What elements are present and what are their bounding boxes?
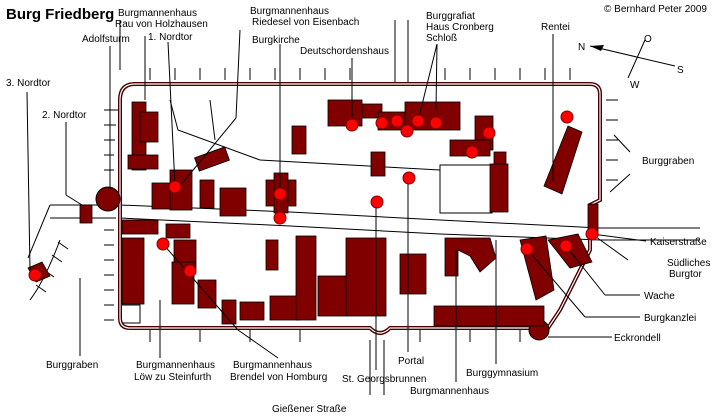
label-burgmannenhaus: Burgmannenhaus (410, 386, 489, 397)
label-homburg-2: Brendel von Homburg (230, 372, 327, 383)
marker-georgsbrunnen (370, 195, 384, 209)
marker-burgkanzlei (520, 242, 534, 256)
markers (28, 110, 599, 282)
label-steinfurth-1: Burgmannenhaus (136, 360, 215, 371)
label-burgkanzlei: Burgkanzlei (644, 313, 696, 324)
map-title: Burg Friedberg (6, 6, 114, 23)
label-deutschordenshaus: Deutschordenshaus (300, 46, 389, 57)
label-kaiserstrasse: Kaiserstraße (650, 237, 707, 248)
compass-s: S (677, 65, 684, 76)
marker-wache (559, 239, 573, 253)
label-burgtor-2: Burgtor (669, 269, 702, 280)
compass-w: W (630, 80, 640, 91)
label-eckrondell: Eckrondell (614, 333, 661, 344)
label-homburg-1: Burgmannenhaus (233, 360, 312, 371)
labels: 3. Nordtor 2. Nordtor Adolfsturm 1. Nord… (6, 6, 710, 415)
marker-nordtor3 (28, 268, 42, 282)
label-burggrafiat-2: Haus Cronberg (426, 22, 494, 33)
castle-wall (118, 82, 602, 335)
label-adolfsturm: Adolfsturm (82, 34, 130, 45)
compass-icon: N O S W (578, 34, 684, 91)
compass-n: N (578, 42, 585, 53)
label-burggrafiat-1: Burggrafiat (426, 11, 475, 22)
buildings (121, 99, 593, 327)
label-georgsbrunnen: St. Georgsbrunnen (342, 374, 427, 385)
marker-d3 (390, 114, 404, 128)
label-portal: Portal (398, 356, 424, 367)
marker-portal (402, 171, 416, 185)
marker-holzhausen (168, 180, 182, 194)
label-rentei: Rentei (541, 22, 570, 33)
label-burggraben-east: Burggraben (642, 156, 694, 167)
label-burggraben-west: Burggraben (46, 360, 98, 371)
marker-burgtor (585, 227, 599, 241)
adolfsturm-tower (95, 186, 121, 212)
marker-d4 (400, 124, 414, 138)
label-nordtor2: 2. Nordtor (42, 110, 87, 121)
copyright: © Bernhard Peter 2009 (604, 4, 707, 15)
marker-d2 (375, 116, 389, 130)
label-holzhausen-2: Rau von Holzhausen (115, 19, 208, 30)
label-nordtor3: 3. Nordtor (6, 78, 51, 89)
marker-d7 (482, 126, 496, 140)
label-wache: Wache (644, 291, 675, 302)
compass-o: O (644, 34, 652, 45)
moat-hatching (29, 68, 618, 342)
label-burggymnasium: Burggymnasium (466, 368, 538, 379)
marker-burgkirche (273, 187, 287, 201)
inner-street (119, 99, 601, 324)
marker-d8 (465, 145, 479, 159)
marker-rentei (560, 110, 574, 124)
marker-sw2 (183, 264, 197, 278)
marker-schloss (429, 116, 443, 130)
label-eisenbach-1: Burgmannenhaus (250, 6, 329, 17)
label-steinfurth-2: Löw zu Steinfurth (134, 372, 211, 383)
label-nordtor1: 1. Nordtor (148, 32, 193, 43)
leader-lines (26, 29, 647, 382)
label-holzhausen-1: Burgmannenhaus (118, 8, 197, 19)
marker-kirche-2 (273, 211, 287, 225)
label-burgtor-1: Südliches (667, 258, 710, 269)
marker-deutschordenshaus (345, 118, 359, 132)
label-burgkirche: Burgkirche (252, 35, 300, 46)
roads (27, 20, 700, 395)
marker-d5 (411, 114, 425, 128)
marker-homburg (156, 237, 170, 251)
label-giessener: Gießener Straße (272, 404, 347, 415)
nordtor2-gate (79, 204, 93, 224)
label-eisenbach-2: Riedesel von Eisenbach (252, 17, 359, 28)
label-burggrafiat-3: Schloß (426, 33, 457, 44)
